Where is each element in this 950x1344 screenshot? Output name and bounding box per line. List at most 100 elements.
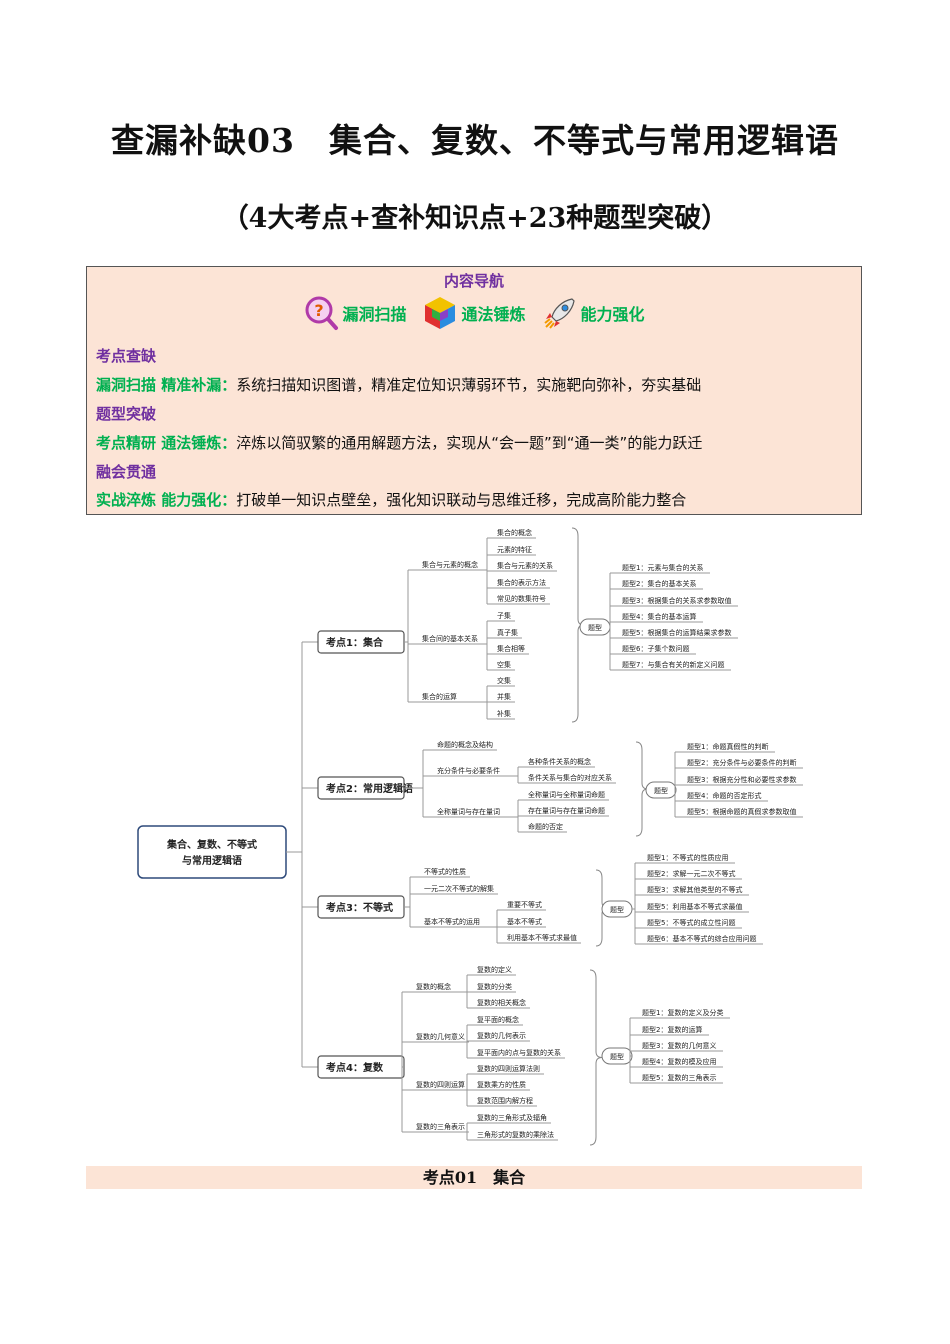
group-node-label: 全称量词与存在量词 bbox=[437, 807, 500, 816]
nav-section-text: 淬炼以简驭繁的通用解题方法，实现从“会一题”到“通一类”的能力跃迁 bbox=[236, 434, 703, 452]
group-node-label: 集合的运算 bbox=[422, 692, 457, 701]
item-node-label: 全称量词与全称量词命题 bbox=[528, 790, 605, 799]
rocket-icon bbox=[543, 298, 575, 329]
nav-section-text: 系统扫描知识图谱，精准定位知识薄弱环节，实施靶向弥补，夯实基础 bbox=[236, 376, 702, 394]
tixing-node-label: 题型 bbox=[610, 905, 624, 914]
item-node-label: 复平面的概念 bbox=[477, 1015, 519, 1024]
nav-section-line: 考点精研 通法锤炼：淬炼以简驭繁的通用解题方法，实现从“会一题”到“通一类”的能… bbox=[96, 432, 702, 453]
nav-item-label: 通法锤炼 bbox=[461, 305, 526, 324]
item-node-label: 复数的定义 bbox=[477, 965, 512, 974]
type-node-label: 题型5：根据集合的运算结果求参数 bbox=[622, 628, 731, 637]
group-node-label: 复数的四则运算 bbox=[416, 1080, 465, 1089]
nav-item-scan[interactable]: ? 漏洞扫描 bbox=[303, 295, 406, 331]
content-navigation-box: 内容导航 ? 漏洞扫描 通法锤炼 bbox=[86, 266, 862, 515]
section-heading-bar: 考点01 集合 bbox=[86, 1166, 862, 1189]
type-node-label: 题型6：基本不等式的综合应用问题 bbox=[647, 934, 756, 943]
branch-node-label: 考点1：集合 bbox=[326, 636, 384, 649]
nav-section-text: 打破单一知识点壁垒，强化知识联动与思维迁移，完成高阶能力整合 bbox=[236, 491, 687, 509]
type-node-label: 题型7：与集合有关的新定义问题 bbox=[622, 660, 724, 669]
group-node-label: 不等式的性质 bbox=[424, 867, 466, 876]
group-node-label: 基本不等式的运用 bbox=[424, 917, 480, 926]
tixing-node-label: 题型 bbox=[654, 786, 668, 795]
item-node-label: 条件关系与集合的对应关系 bbox=[528, 773, 612, 782]
svg-text:?: ? bbox=[315, 301, 324, 320]
type-node-label: 题型1：不等式的性质应用 bbox=[647, 853, 728, 862]
type-node-label: 题型2：集合的基本关系 bbox=[622, 579, 696, 588]
item-node-label: 三角形式的复数的乘除法 bbox=[477, 1130, 554, 1139]
nav-section-line: 实战淬炼 能力强化：打破单一知识点壁垒，强化知识联动与思维迁移，完成高阶能力整合 bbox=[96, 489, 686, 510]
root-node-text: 集合、复数、不等式 bbox=[166, 838, 257, 851]
tixing-node-label: 题型 bbox=[588, 623, 602, 632]
item-node-label: 复数乘方的性质 bbox=[477, 1080, 526, 1089]
branch-node-label: 考点3：不等式 bbox=[326, 901, 393, 914]
item-node-label: 重要不等式 bbox=[507, 900, 542, 909]
group-node-label: 复数的概念 bbox=[416, 982, 451, 991]
group-node-label: 复数的三角表示 bbox=[416, 1122, 465, 1131]
nav-section-heading: 考点查缺 bbox=[96, 347, 157, 365]
type-node-label: 题型5：不等式的成立性问题 bbox=[647, 918, 735, 927]
item-node-label: 子集 bbox=[497, 611, 511, 620]
group-node-label: 充分条件与必要条件 bbox=[437, 766, 500, 775]
nav-section-heading: 融会贯通 bbox=[96, 463, 157, 481]
group-brace bbox=[589, 969, 603, 1146]
item-node-label: 复数范围内解方程 bbox=[477, 1096, 533, 1105]
item-node-label: 空集 bbox=[497, 660, 511, 669]
item-node-label: 集合与元素的关系 bbox=[497, 561, 553, 570]
type-node-label: 题型1：命题真假性的判断 bbox=[687, 742, 768, 751]
type-node-label: 题型3：根据集合的关系求参数取值 bbox=[622, 596, 731, 605]
type-node-label: 题型3：根据充分性和必要性求参数 bbox=[687, 775, 796, 784]
item-node-label: 存在量词与存在量词命题 bbox=[528, 806, 605, 815]
item-node-label: 利用基本不等式求最值 bbox=[507, 933, 577, 942]
item-node-label: 复数的相关概念 bbox=[477, 998, 526, 1007]
type-node-label: 题型5：复数的三角表示 bbox=[642, 1073, 716, 1082]
nav-section-line: 漏洞扫描 精准补漏：系统扫描知识图谱，精准定位知识薄弱环节，实施靶向弥补，夯实基… bbox=[96, 374, 701, 395]
page-title: 查漏补缺03 集合、复数、不等式与常用逻辑语 bbox=[111, 121, 839, 160]
type-node-label: 题型5：根据命题的真假求参数取值 bbox=[687, 807, 796, 816]
group-node-label: 一元二次不等式的解集 bbox=[424, 884, 494, 893]
item-node-label: 并集 bbox=[497, 692, 511, 701]
item-node-label: 常见的数集符号 bbox=[497, 594, 546, 603]
item-node-label: 补集 bbox=[497, 709, 511, 718]
type-node-label: 题型4：复数的模及应用 bbox=[642, 1057, 716, 1066]
nav-item-ability[interactable]: 能力强化 bbox=[542, 295, 645, 331]
nav-item-label: 漏洞扫描 bbox=[342, 305, 407, 324]
question-magnifier-icon: ? bbox=[305, 296, 339, 330]
group-node-label: 复数的几何意义 bbox=[416, 1032, 465, 1041]
item-node-label: 命题的否定 bbox=[528, 822, 563, 831]
item-node-label: 复数的几何表示 bbox=[477, 1031, 526, 1040]
item-node-label: 各种条件关系的概念 bbox=[528, 757, 591, 766]
item-node-label: 复数的三角形式及辐角 bbox=[477, 1113, 547, 1122]
nav-item-label: 能力强化 bbox=[580, 305, 645, 324]
puzzle-cube-icon bbox=[425, 297, 456, 329]
type-node-label: 题型1：复数的定义及分类 bbox=[642, 1008, 723, 1017]
group-node-label: 集合间的基本关系 bbox=[422, 634, 478, 643]
type-node-label: 题型3：求解其他类型的不等式 bbox=[647, 885, 742, 894]
tixing-node-label: 题型 bbox=[610, 1052, 624, 1061]
type-node-label: 题型1：元素与集合的关系 bbox=[622, 563, 703, 572]
item-node-label: 集合的表示方法 bbox=[497, 578, 546, 587]
type-node-label: 题型2：充分条件与必要条件的判断 bbox=[687, 758, 796, 767]
item-node-label: 元素的特征 bbox=[497, 545, 532, 554]
nav-section-lead: 实战淬炼 能力强化： bbox=[96, 491, 237, 509]
group-node-label: 命题的概念及结构 bbox=[437, 740, 493, 749]
type-node-label: 题型4：命题的否定形式 bbox=[687, 791, 761, 800]
group-node-label: 集合与元素的概念 bbox=[422, 560, 478, 569]
item-node-label: 复数的分类 bbox=[477, 982, 512, 991]
page-subtitle: （4大考点+查补知识点+23种题型突破） bbox=[221, 203, 729, 234]
type-node-label: 题型4：集合的基本运算 bbox=[622, 612, 696, 621]
nav-title: 内容导航 bbox=[443, 272, 504, 290]
item-node-label: 复数的四则运算法则 bbox=[477, 1064, 540, 1073]
item-node-label: 集合的概念 bbox=[497, 528, 532, 537]
root-node-text: 与常用逻辑语 bbox=[182, 854, 242, 867]
type-node-label: 题型2：复数的运算 bbox=[642, 1025, 702, 1034]
root-node-box bbox=[137, 825, 287, 879]
item-node-label: 集合相等 bbox=[497, 644, 525, 653]
type-node-label: 题型2：求解一元二次不等式 bbox=[647, 869, 735, 878]
mind-map: 集合、复数、不等式与常用逻辑语 考点1：集合 集合与元素的概念 集合的概念元素的特征集… bbox=[137, 527, 803, 1146]
type-node-label: 题型3：复数的几何意义 bbox=[642, 1041, 716, 1050]
item-node-label: 基本不等式 bbox=[507, 917, 542, 926]
nav-item-method[interactable]: 通法锤炼 bbox=[422, 295, 526, 331]
nav-items: ? 漏洞扫描 通法锤炼 能力强化 bbox=[87, 295, 861, 331]
item-node-label: 交集 bbox=[497, 676, 511, 685]
item-node-label: 复平面内的点与复数的关系 bbox=[477, 1048, 561, 1057]
